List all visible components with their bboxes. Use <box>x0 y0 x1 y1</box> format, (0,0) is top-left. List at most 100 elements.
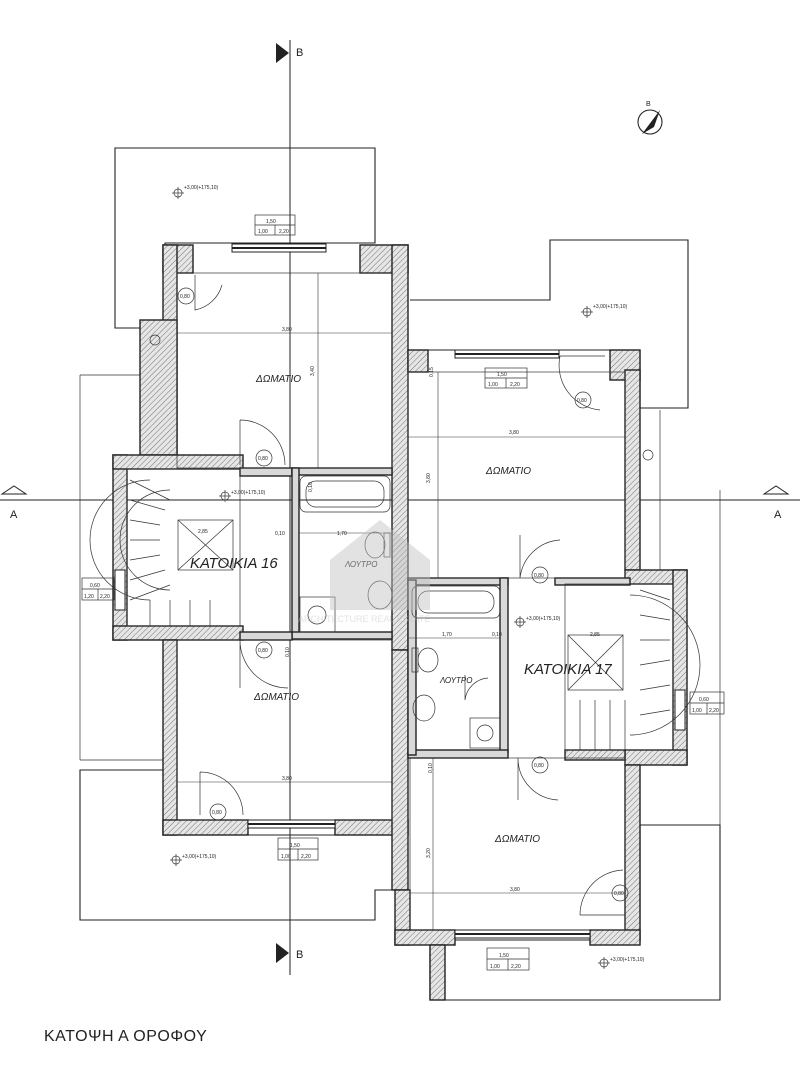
svg-text:1,50: 1,50 <box>499 953 509 959</box>
dim-bath16-d: 0,10 <box>285 647 291 657</box>
balcony-top-left <box>114 147 376 329</box>
door-tag-6: 0,80 <box>534 573 544 579</box>
section-b-top-arrow <box>276 43 289 63</box>
room-labels: ΔΩΜΑΤΙΟ ΔΩΜΑΤΙΟ ΔΩΜΑΤΙΟ ΔΩΜΑΤΙΟ ΛΟΥΤΡΟ Λ… <box>190 374 612 845</box>
section-line-b: B B <box>276 40 303 975</box>
dim-top-left-height: 3,40 <box>310 366 316 376</box>
dim-bath16-b: 1,70 <box>337 531 347 537</box>
room-bottom-left-label: ΔΩΜΑΤΙΟ <box>253 692 299 703</box>
watermark-text: ARCHITECTURE REAL ESTATE <box>298 614 430 624</box>
room-outlines <box>176 272 626 931</box>
window-tag-left-side: 0,60 1,20 2,20 <box>81 577 115 601</box>
staircase-16: 2,85 <box>89 468 241 627</box>
page-title: ΚΑΤΟΨΗ Α ΟΡΟΦΟΥ <box>44 1028 208 1045</box>
balcony-top-right <box>410 239 689 409</box>
unit16-label: ΚΑΤΟΙΚΙΑ 16 <box>190 555 278 572</box>
level-bottom-left-balcony: +3,00(+175,10) <box>182 854 217 860</box>
unit17-label: ΚΑΤΟΙΚΙΑ 17 <box>524 661 612 678</box>
level-marker-bottom-left-balcony-icon <box>170 854 182 866</box>
door-tag-1: 0,80 <box>180 294 190 300</box>
door-tags: 0,80 0,80 0,80 0,80 0,80 0,80 0,80 0,80 <box>177 287 629 902</box>
window-tag-top-left: 1,50 1,00 2,20 <box>254 214 296 236</box>
toilet-16 <box>364 531 386 559</box>
section-a-right-label: A <box>774 509 782 521</box>
balcony-bottom-right <box>429 824 721 1001</box>
level-marker-top-left-balcony-icon <box>172 187 184 199</box>
dim-bath16-a: 0,10 <box>275 531 285 537</box>
dim-bottom-right-width: 3,80 <box>510 887 520 893</box>
svg-text:1,00: 1,00 <box>692 708 702 714</box>
svg-text:2,20: 2,20 <box>100 594 110 600</box>
window-tag-bottom-right: 1,50 1,00 2,20 <box>486 947 530 971</box>
window-tag-bottom-left: 1,50 1,00 2,20 <box>277 837 319 861</box>
svg-text:1,50: 1,50 <box>497 372 507 378</box>
section-a-left-arrow <box>0 485 28 495</box>
room-top-left-label: ΔΩΜΑΤΙΟ <box>255 374 301 385</box>
window-tag-right-side: 0,60 1,00 2,20 <box>689 691 725 715</box>
dim-bath17-b: 0,10 <box>492 632 502 638</box>
door-tag-7: 0,80 <box>534 763 544 769</box>
dim-top-left-width: 3,80 <box>282 327 292 333</box>
sink-17 <box>412 694 436 722</box>
bath16-label: ΛΟΥΤΡΟ <box>344 560 378 569</box>
svg-text:2,20: 2,20 <box>279 229 289 235</box>
level-markers: +3,00(+175,10) +3,00(+175,10) +3,00(+175… <box>170 185 645 969</box>
section-a-left-label: A <box>10 509 18 521</box>
level-marker-top-right-balcony-icon <box>581 306 593 318</box>
door-tag-2: 0,80 <box>258 456 268 462</box>
svg-text:1,50: 1,50 <box>266 219 276 225</box>
dim-small-right: 0,15 <box>429 367 435 377</box>
north-arrow-icon: B <box>637 101 663 135</box>
bathtub-17 <box>411 585 501 619</box>
dim-bath17-a: 1,70 <box>442 632 452 638</box>
dim-bottom-right-small: 0,10 <box>428 763 434 773</box>
svg-text:2,20: 2,20 <box>709 708 719 714</box>
dim-mid-right-height: 3,80 <box>426 473 432 483</box>
svg-text:0,60: 0,60 <box>699 697 709 703</box>
staircase-17: 2,85 <box>564 583 701 751</box>
dim-bath16-c: 0,10 <box>308 482 314 492</box>
washer-16 <box>299 596 336 633</box>
level-landing17: +3,00(+175,10) <box>526 616 561 622</box>
bathroom-fixtures <box>149 334 654 749</box>
balcony-bottom-left <box>79 769 396 921</box>
svg-text:1,00: 1,00 <box>258 229 268 235</box>
dim-bottom-left-width: 3,80 <box>282 776 292 782</box>
svg-text:2,20: 2,20 <box>511 964 521 970</box>
level-marker-landing16-icon <box>219 490 231 502</box>
svg-text:0,60: 0,60 <box>90 583 100 589</box>
window-tags: 1,50 1,00 2,20 1,50 1,00 2,20 0,60 1,20 … <box>81 214 725 971</box>
door-tag-3: 0,80 <box>258 648 268 654</box>
level-top-right-balcony: +3,00(+175,10) <box>593 304 628 310</box>
sink-16 <box>367 580 393 610</box>
level-bottom-right-balcony: +3,00(+175,10) <box>610 957 645 963</box>
dim-stair16: 2,85 <box>198 529 208 535</box>
bath17-label: ΛΟΥΤΡΟ <box>439 676 473 685</box>
svg-text:1,00: 1,00 <box>281 854 291 860</box>
section-b-bottom-label: B <box>296 949 303 961</box>
room-bottom-right-label: ΔΩΜΑΤΙΟ <box>494 834 540 845</box>
level-top-left-balcony: +3,00(+175,10) <box>184 185 219 191</box>
svg-text:2,20: 2,20 <box>510 382 520 388</box>
dim-stair17: 2,85 <box>590 632 600 638</box>
watermark-logo-icon: ARCHITECTURE REAL ESTATE <box>298 520 430 624</box>
washer-17 <box>469 717 501 749</box>
door-tag-4: 0,80 <box>212 810 222 816</box>
level-marker-landing17-icon <box>514 616 526 628</box>
level-marker-bottom-right-balcony-icon <box>598 957 610 969</box>
window-tag-top-right: 1,50 1,00 2,20 <box>484 367 528 389</box>
level-landing16: +3,00(+175,10) <box>231 490 266 496</box>
toilet-17 <box>417 647 439 673</box>
north-label: B <box>646 101 651 108</box>
svg-text:2,20: 2,20 <box>301 854 311 860</box>
door-tag-5: 0,80 <box>577 398 587 404</box>
bathtub-16 <box>299 475 391 513</box>
windows <box>114 243 686 939</box>
room-mid-right-label: ΔΩΜΑΤΙΟ <box>485 466 531 477</box>
section-a-right-arrow <box>762 485 790 495</box>
section-b-top-label: B <box>296 47 303 59</box>
svg-text:1,20: 1,20 <box>84 594 94 600</box>
dim-mid-right-width: 3,80 <box>509 430 519 436</box>
door-tag-8: 0,80 <box>614 891 624 897</box>
